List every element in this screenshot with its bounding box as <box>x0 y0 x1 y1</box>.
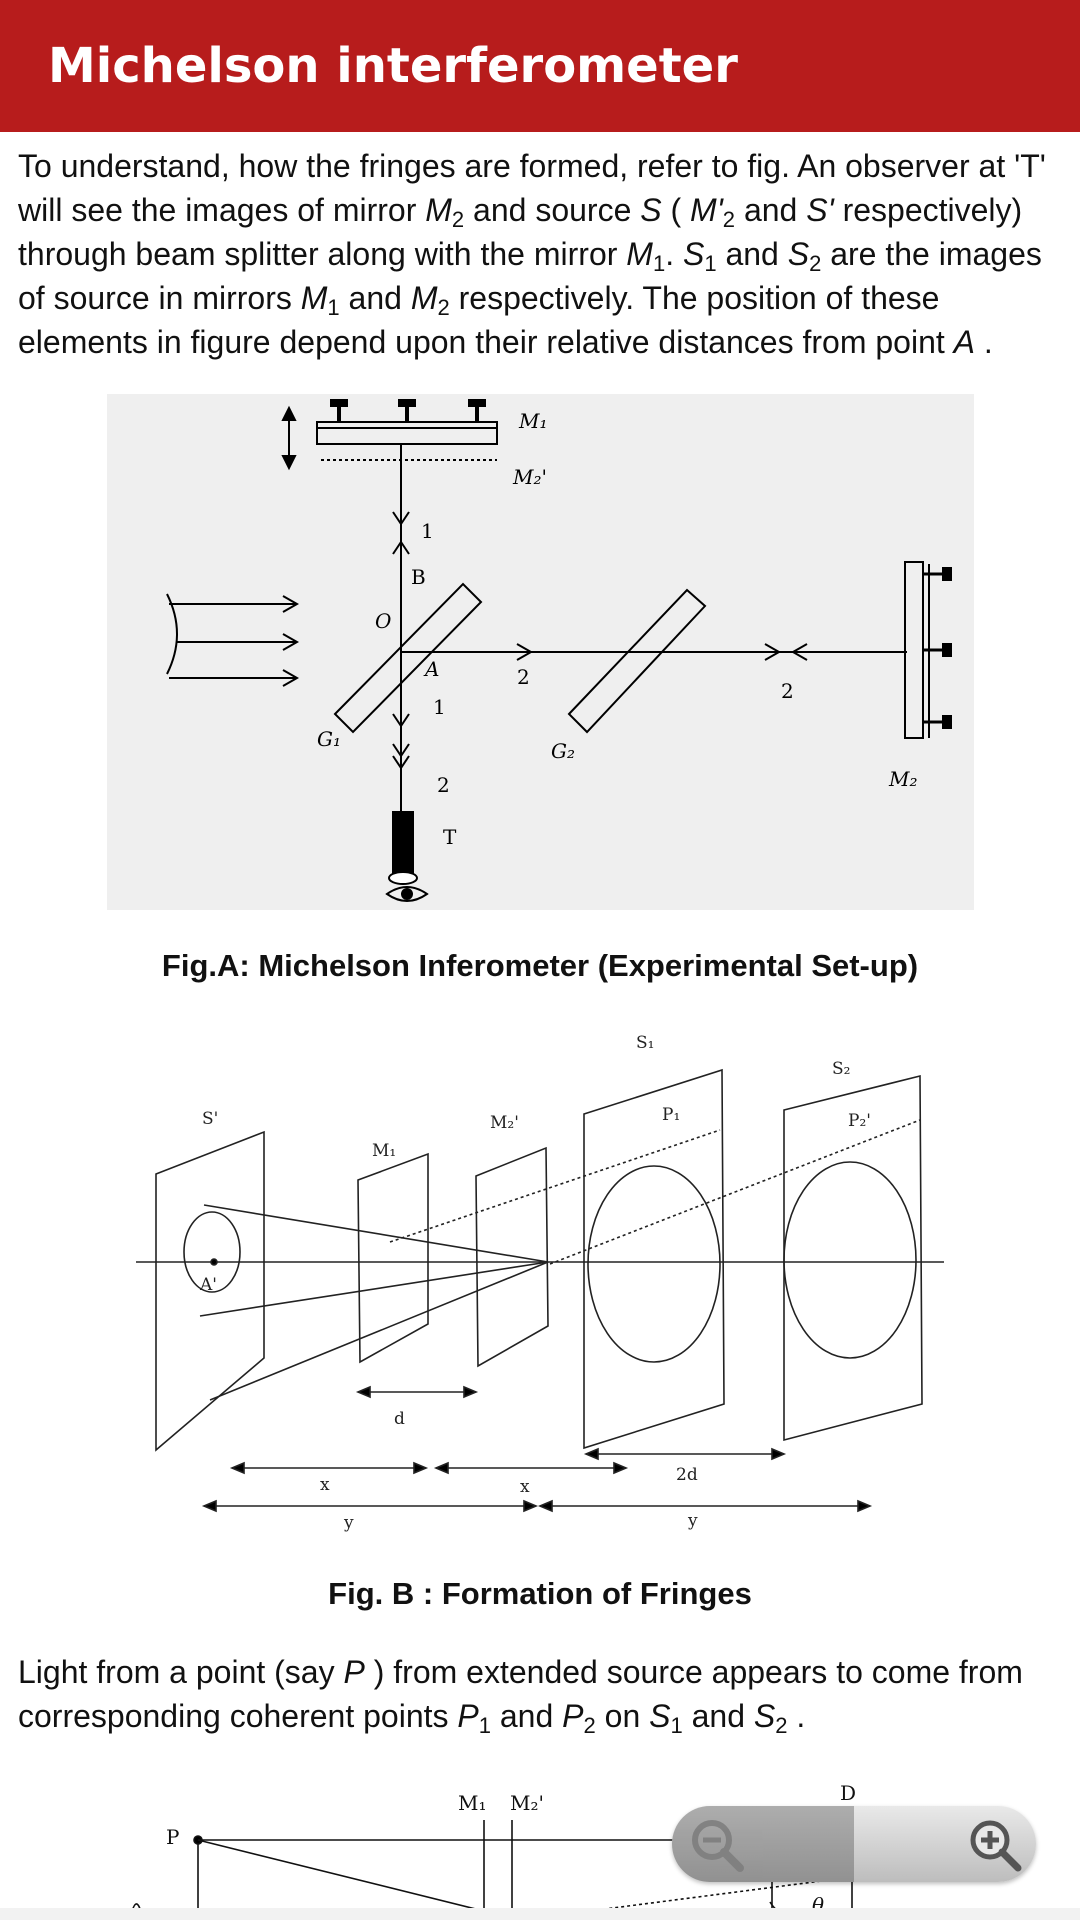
math-symbol: S <box>787 236 810 272</box>
svg-text:S': S' <box>202 1109 218 1129</box>
svg-text:G₂: G₂ <box>551 739 575 763</box>
text-run: ( <box>661 192 691 228</box>
svg-text:O: O <box>375 609 391 633</box>
svg-text:y: y <box>343 1513 354 1533</box>
zoom-out-button[interactable] <box>672 1806 854 1882</box>
svg-text:2d: 2d <box>676 1465 698 1485</box>
text-run: ) from extended source appears to come f… <box>18 1654 1023 1734</box>
math-subscript: 1 <box>327 295 340 320</box>
math-subscript: 1 <box>670 1713 683 1738</box>
figure-a-caption: Fig.A: Michelson Inferometer (Experiment… <box>161 948 919 983</box>
svg-text:1: 1 <box>433 695 446 719</box>
text-run: are the images of source in mirrors <box>18 236 1042 316</box>
math-subscript: 1 <box>652 251 666 276</box>
label-m2-prime: M₂' <box>512 465 547 489</box>
text-run: and <box>716 236 788 272</box>
svg-text:d: d <box>394 1409 405 1429</box>
math-symbol: S' <box>806 192 834 228</box>
system-nav-bar <box>0 1908 1080 1920</box>
math-symbol: M <box>410 280 438 316</box>
math-symbol: P <box>343 1654 365 1690</box>
text-run: . <box>665 236 683 272</box>
page-title: Michelson interferometer <box>48 38 738 94</box>
zoom-in-button[interactable] <box>854 1806 1036 1882</box>
svg-text:1: 1 <box>421 519 434 543</box>
text-run: . <box>975 324 993 360</box>
math-subscript: 2 <box>583 1713 596 1738</box>
svg-text:B: B <box>411 565 426 589</box>
math-symbol: M <box>300 280 328 316</box>
svg-text:x: x <box>520 1477 530 1497</box>
svg-text:2: 2 <box>437 773 450 797</box>
svg-text:S₁: S₁ <box>636 1033 654 1053</box>
svg-text:A': A' <box>199 1275 217 1295</box>
intro-paragraph: To understand, how the fringes are forme… <box>18 144 1068 364</box>
figure-b-fringes-diagram: S₁ S₂ S' M₁ M₂' P₁ P₂' A' d 2d x x y y <box>136 1033 944 1533</box>
svg-text:M₂': M₂' <box>510 1791 544 1815</box>
svg-text:2: 2 <box>517 665 530 689</box>
zoom-out-icon[interactable] <box>686 1814 746 1874</box>
text-run: and <box>735 192 807 228</box>
svg-text:M₂': M₂' <box>490 1113 519 1133</box>
math-subscript: 2 <box>775 1713 788 1738</box>
svg-text:y: y <box>687 1511 698 1531</box>
svg-text:S₂: S₂ <box>832 1059 850 1079</box>
text-run: respectively) through beam splitter alon… <box>18 192 1023 272</box>
svg-text:M₂: M₂ <box>888 767 918 791</box>
figure-a-setup-diagram: M₁ M₂' 1 B O A 2 1 2 T G₁ G₂ 2 M₂ <box>107 394 974 910</box>
math-symbol: S <box>682 236 705 272</box>
math-subscript: 2 <box>809 251 822 276</box>
svg-text:A: A <box>423 657 439 681</box>
svg-text:P: P <box>166 1825 179 1849</box>
text-run: respectively. The position of these elem… <box>18 280 954 360</box>
svg-text:P₂': P₂' <box>848 1111 871 1131</box>
text-run: Light from a point (say <box>18 1654 344 1690</box>
math-symbol: M' <box>690 192 723 228</box>
fringe-paragraph: Light from a point (say P ) from extende… <box>18 1650 1068 1738</box>
text-run: and <box>339 280 411 316</box>
math-symbol: S <box>649 1698 671 1734</box>
math-subscript: 2 <box>451 207 465 232</box>
math-symbol: S <box>753 1698 776 1734</box>
zoom-in-icon[interactable] <box>964 1814 1024 1874</box>
math-symbol: M <box>425 192 452 228</box>
math-symbol: M <box>626 236 653 272</box>
zoom-control <box>672 1806 1036 1882</box>
svg-text:G₁: G₁ <box>317 727 341 751</box>
math-symbol: P <box>457 1698 479 1734</box>
math-subscript: 1 <box>704 251 717 276</box>
svg-text:D: D <box>840 1781 856 1805</box>
label-m1: M₁ <box>518 409 548 433</box>
math-subscript: 2 <box>722 207 736 232</box>
math-subscript: 1 <box>478 1713 491 1738</box>
text-run: To understand, how the fringes are forme… <box>18 148 1046 228</box>
math-symbol: A <box>953 324 975 360</box>
text-run: on <box>595 1698 650 1734</box>
figure-b-caption: Fig. B : Formation of Fringes <box>328 1576 752 1611</box>
svg-text:M₁: M₁ <box>458 1791 487 1815</box>
svg-text:2: 2 <box>781 679 794 703</box>
svg-text:T: T <box>443 825 457 849</box>
text-run: . <box>787 1698 806 1734</box>
math-symbol: S <box>640 192 662 228</box>
text-run: and <box>490 1698 563 1734</box>
text-run: and <box>682 1698 754 1734</box>
app-bar: Michelson interferometer <box>0 0 1080 132</box>
text-run: and source <box>464 192 641 228</box>
math-subscript: 2 <box>437 295 450 320</box>
svg-text:P₁: P₁ <box>662 1105 680 1125</box>
math-symbol: P <box>562 1698 584 1734</box>
svg-text:M₁: M₁ <box>372 1141 396 1161</box>
svg-text:x: x <box>320 1475 330 1495</box>
